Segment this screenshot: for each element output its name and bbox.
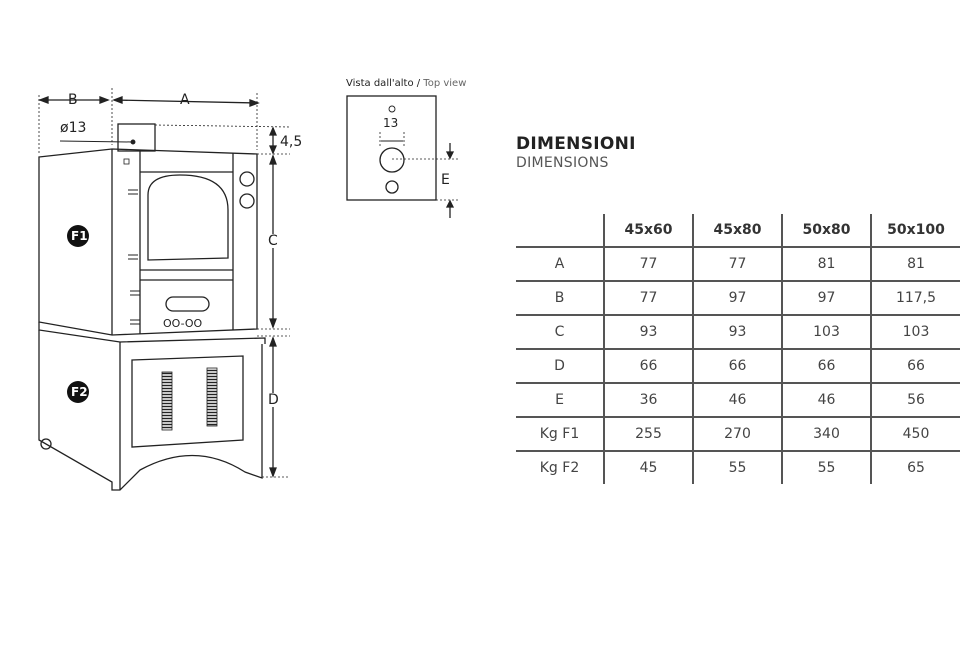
table-cell: 46 [692,383,782,418]
table-cell: 66 [870,349,960,384]
dim-label-e: E [441,172,450,188]
table-cell: 66 [781,349,871,384]
table-cell: 270 [692,417,782,452]
column-header: 45x80 [692,214,782,248]
table-cell: 66 [603,349,693,384]
row-label: D [516,349,604,384]
table-cell: 77 [692,247,782,282]
top-view-illustration [346,95,458,218]
stand-f2-illustration [38,322,266,491]
column-header: 45x60 [603,214,693,248]
row-label: Kg F1 [516,417,604,452]
top-view-caption-it: Vista dall'alto / [346,78,421,89]
table-cell: 36 [603,383,693,418]
top-view-caption-en: Top view [420,78,467,89]
table-cell: 81 [870,247,960,282]
row-label: C [516,315,604,350]
table-cell: 77 [603,281,693,316]
f1-label: F1 [71,229,88,243]
f2-badge [67,381,89,403]
table-cell: 56 [870,383,960,418]
row-label: B [516,281,604,316]
table-cell: 66 [692,349,782,384]
table-cell: 450 [870,417,960,452]
table-cell: 97 [692,281,782,316]
table-cell: 46 [781,383,871,418]
table-cell: 103 [781,315,871,350]
table-cell: 97 [781,281,871,316]
column-header: 50x100 [870,214,960,248]
table-cell: 45 [603,451,693,484]
table-cell: 55 [692,451,782,484]
table-cell: 81 [781,247,871,282]
dimension-lines [38,88,291,478]
table-cell: 340 [781,417,871,452]
table-header-row: 45x60 45x80 50x80 50x100 [516,214,960,248]
table-cell: 55 [781,451,871,484]
dim-label-flue-size: 13 [383,116,399,130]
dim-label-a: A [180,92,190,108]
dim-label-d: D [268,392,279,408]
table-cell: 77 [603,247,693,282]
oven-f1-illustration: OO-OO [38,123,258,336]
row-label: A [516,247,604,282]
column-header: 50x80 [781,214,871,248]
f2-label: F2 [71,385,88,399]
column-header [516,214,604,248]
dim-label-diameter: ø13 [60,120,87,136]
row-label: E [516,383,604,418]
row-label: Kg F2 [539,460,580,476]
dim-label-flue-height: 4,5 [280,134,303,150]
table-cell: 93 [692,315,782,350]
dim-label-c: C [268,233,278,249]
table-cell: 103 [870,315,960,350]
table-cell: 65 [870,451,960,484]
top-view-caption: Vista dall'alto / Top view [346,78,466,89]
svg-text:OO-OO: OO-OO [163,317,203,330]
dim-label-b: B [68,92,78,108]
table-cell: 117,5 [870,281,960,316]
table-cell: 255 [603,417,693,452]
table-cell: 93 [603,315,693,350]
f1-badge [67,225,89,247]
section-title: DIMENSIONI [516,134,636,154]
section-subtitle: DIMENSIONS [516,155,609,171]
